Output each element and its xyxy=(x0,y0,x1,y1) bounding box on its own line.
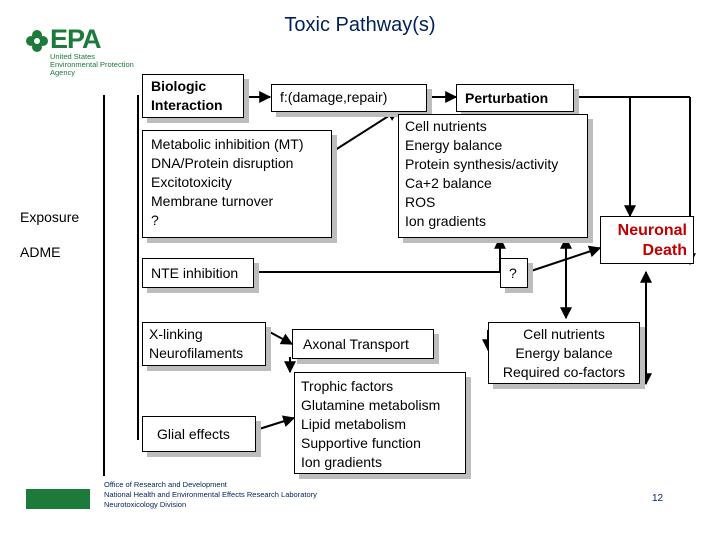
trophic-item: Supportive function xyxy=(301,435,421,451)
perturbation-item: Cell nutrients xyxy=(405,118,487,134)
perturbation-items-box: Cell nutrients Energy balance Protein sy… xyxy=(398,114,588,238)
glial-effects-box: Glial effects xyxy=(142,416,256,452)
page-number: 12 xyxy=(652,493,664,504)
footer-text: Office of Research and Development Natio… xyxy=(104,480,317,509)
slide-title: Toxic Pathway(s) xyxy=(284,14,436,36)
cell-item: Required co-factors xyxy=(502,364,626,380)
perturbation-item: Protein synthesis/activity xyxy=(405,156,559,172)
adme-label: ADME xyxy=(20,244,61,260)
nte-inhibition-label: NTE inhibition xyxy=(151,265,239,281)
nte-inhibition-box: NTE inhibition xyxy=(142,258,254,288)
perturbation-item: Ca+2 balance xyxy=(405,175,492,191)
exposure-label: Exposure xyxy=(20,209,80,225)
arrow-q-to-right xyxy=(527,245,602,273)
neuronal-death-box: Neuronal Death xyxy=(600,216,694,264)
perturbation-item: Ion gradients xyxy=(405,213,486,229)
perturbation-item: Energy balance xyxy=(405,137,503,153)
cell-items-box: Cell nutrients Energy balance Required c… xyxy=(488,322,640,384)
mechanism-item: Membrane turnover xyxy=(151,193,274,209)
epa-wordmark: EPA xyxy=(50,24,102,54)
function-box: f:(damage,repair) xyxy=(271,84,427,112)
trophic-item: Trophic factors xyxy=(301,378,394,394)
footer-green-bar xyxy=(26,489,90,509)
epa-agency-name: United States Environmental Protection A… xyxy=(50,52,134,77)
epa-logo xyxy=(24,28,50,54)
perturbation-item: ROS xyxy=(405,194,436,210)
mechanism-item: DNA/Protein disruption xyxy=(151,155,294,171)
epa-flower-icon xyxy=(26,30,48,52)
unknown-box: ? xyxy=(500,258,528,288)
mechanism-item: Metabolic inhibition (MT) xyxy=(151,136,304,152)
unknown-label: ? xyxy=(509,265,517,281)
biologic-interaction-label: Biologic Interaction xyxy=(151,78,223,113)
xlinking-box: X-linking Neurofilaments xyxy=(142,322,266,366)
biologic-interaction-box: Biologic Interaction xyxy=(142,74,244,118)
xlinking-label: X-linking Neurofilaments xyxy=(149,326,244,361)
perturbation-box: Perturbation xyxy=(456,84,574,112)
cell-item: Cell nutrients xyxy=(523,326,605,342)
trophic-item: Glutamine metabolism xyxy=(301,397,441,413)
neuronal-death-label: Neuronal Death xyxy=(617,222,687,259)
axonal-transport-label: Axonal Transport xyxy=(303,336,409,352)
arrow-glial-to-trophic xyxy=(255,415,296,431)
function-label: f:(damage,repair) xyxy=(280,89,388,105)
cell-item: Energy balance xyxy=(515,345,613,361)
glial-effects-label: Glial effects xyxy=(157,426,230,442)
perturbation-label: Perturbation xyxy=(465,90,549,106)
mechanisms-box: Metabolic inhibition (MT) DNA/Protein di… xyxy=(142,130,332,238)
arrow-mech-to-pert xyxy=(331,109,400,153)
mechanism-item: Excitotoxicity xyxy=(151,174,232,190)
arrow-xlink-to-axonal xyxy=(265,329,294,345)
mechanism-item: ? xyxy=(151,212,159,228)
trophic-item: Lipid metabolism xyxy=(301,416,407,432)
trophic-item: Ion gradients xyxy=(301,454,382,470)
axonal-transport-box: Axonal Transport xyxy=(292,329,434,359)
trophic-items-box: Trophic factors Glutamine metabolism Lip… xyxy=(294,372,466,474)
